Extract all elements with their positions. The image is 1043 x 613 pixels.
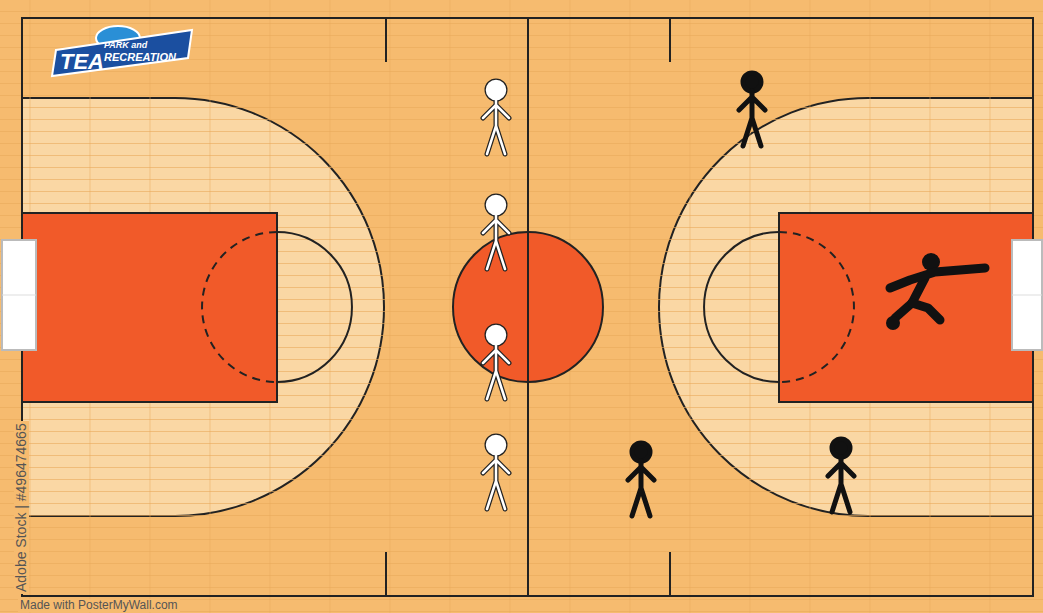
white-players	[483, 81, 509, 509]
black-players	[628, 73, 854, 516]
watermark: Made with PosterMyWall.com	[18, 599, 180, 612]
logo-subtext: RECREATION	[104, 51, 176, 63]
logo-subtext: PARK and	[104, 41, 147, 51]
logo-text: TEA	[60, 50, 104, 74]
watermark: Adobe Stock | #496474665	[14, 421, 29, 594]
kicking-player	[886, 253, 985, 330]
logo-banner	[52, 26, 192, 76]
